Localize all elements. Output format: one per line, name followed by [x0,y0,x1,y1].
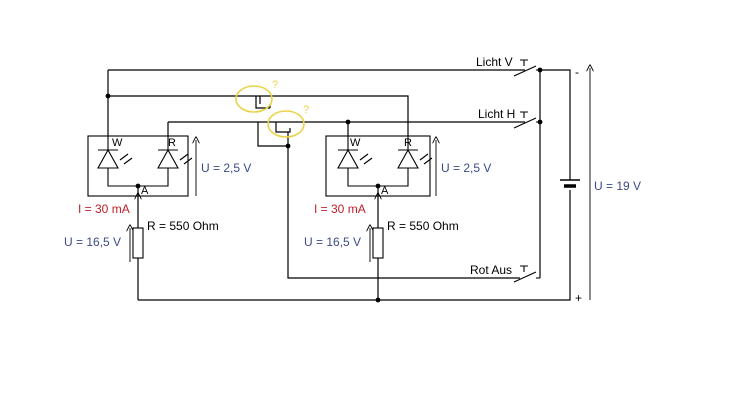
switch-licht-h [513,117,537,129]
wire-jumper-2 [275,122,291,133]
led-w-icon [97,148,119,169]
junction-dot [345,119,351,125]
led-r-icon [157,148,179,169]
label-right-resistor: R = 550 Ohm [387,219,459,233]
label-right-current: I = 30 mA [314,202,366,216]
label-left-current: I = 30 mA [78,202,130,216]
label-right-node: A [381,185,389,197]
label-question-2: ? [303,104,309,116]
wire-jumper-1a [255,96,270,109]
label-left-resistor-voltage: U = 16,5 V [64,235,121,249]
right-resistor [372,227,384,259]
label-left-led-voltage: U = 2,5 V [201,161,251,175]
switch-licht-v [513,65,537,77]
highlight-circle-2 [267,110,305,138]
switch-rot-aus [513,271,537,283]
label-right-resistor-voltage: U = 16,5 V [304,235,361,249]
led-r-icon [397,148,419,169]
switch-licht-h-knob [520,111,528,118]
label-question-1: ? [272,79,278,91]
wire-battery-bottom [138,190,571,301]
switch-licht-v-knob [520,59,528,66]
switch-symbols [513,59,540,283]
junction-dot [375,297,381,303]
label-battery-voltage: U = 19 V [594,179,641,193]
label-right-led-voltage: U = 2,5 V [441,161,491,175]
junction-dot [105,93,111,99]
label-battery-minus: - [575,65,579,79]
right-leds [337,136,433,187]
label-right-led-r: R [404,137,412,149]
left-resistor [132,227,144,259]
junctions [105,67,543,303]
junction-dot [285,143,291,149]
label-right-led-w: W [350,137,361,149]
switch-rot-aus-knob [520,265,528,272]
label-rot-aus: Rot Aus [470,263,512,277]
label-left-led-w: W [112,137,123,149]
label-licht-h: Licht H [478,107,515,121]
switch-links [536,69,540,123]
highlights [235,85,305,138]
label-left-node: A [141,185,149,197]
wire-rot-aus-line [257,122,520,279]
led-w-icon [337,148,359,169]
left-leds [97,136,193,187]
label-licht-v: Licht V [476,55,513,69]
label-left-resistor: R = 550 Ohm [147,219,219,233]
label-left-led-r: R [168,137,176,149]
measurement-arrows [130,68,590,300]
highlight-circle-1 [235,85,273,113]
wire-battery-top [540,69,571,180]
label-battery-plus: + [575,291,582,305]
battery-symbol [560,179,580,188]
wire-rail-2 [108,95,409,136]
